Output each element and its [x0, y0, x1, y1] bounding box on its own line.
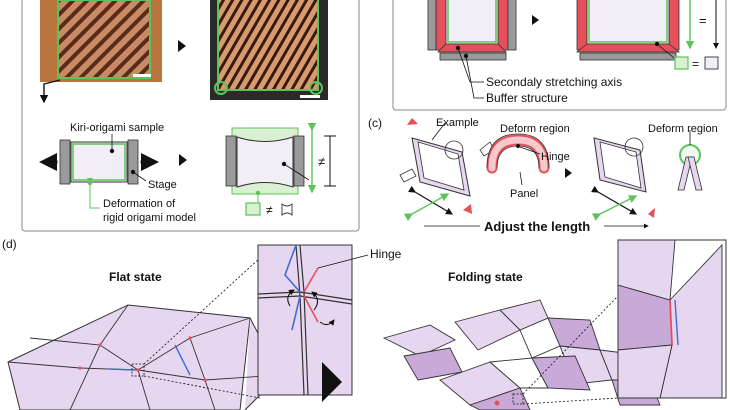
photo-sample-stretched [210, 0, 328, 100]
label-deform-region-2: Deform region [648, 123, 718, 135]
label-deformation-1: Deformation of [103, 198, 176, 210]
label-stage: Stage [148, 179, 177, 191]
step-arrow-5 [322, 362, 342, 402]
eq-symbol-1: = [699, 13, 707, 28]
diagram-buffer-initial [427, 0, 517, 99]
inset-hinge-zoom [257, 244, 369, 396]
diagram-sample-initial [39, 134, 159, 209]
label-deform-region-1: Deform region [500, 123, 570, 135]
step-arrow-2 [179, 154, 187, 166]
diagram-sample-deformed [225, 123, 336, 216]
step-arrow-3 [532, 15, 539, 25]
step-arrow-1 [178, 40, 186, 52]
diagram-example-ring-adjusted [591, 130, 703, 221]
label-hinge-d: Hinge [370, 247, 402, 261]
label-hinge-c: Hinge [541, 151, 570, 163]
panel-c-tag: (c) [368, 116, 382, 130]
panel-top-right-frame [392, 0, 727, 111]
arrow-photo-to-diagram [39, 79, 61, 104]
panel-b-frame [21, 0, 360, 232]
eq-symbol-2: = [692, 57, 699, 71]
label-buffer-structure: Buffer structure [486, 91, 568, 105]
neq-symbol-2: ≠ [266, 203, 273, 217]
label-flat-state: Flat state [109, 270, 162, 284]
label-folding-state: Folding state [448, 270, 523, 284]
diagram-example-ring [399, 118, 495, 222]
label-example: Example [436, 117, 479, 129]
label-kiri-origami-sample: Kiri-origami sample [70, 122, 164, 134]
diagram-buffer-stretched [575, 0, 719, 70]
label-deformation-2: rigid origami model [103, 212, 196, 224]
label-secondary-axis: Secondaly stretching axis [486, 75, 622, 89]
label-adjust-length: Adjust the length [484, 219, 590, 234]
neq-symbol-1: ≠ [318, 154, 325, 169]
panel-d-tag: (d) [2, 237, 17, 251]
inset-folding-zoom [617, 239, 727, 399]
label-panel: Panel [510, 188, 538, 200]
photo-sample-initial [40, 0, 162, 82]
diagram-hinge-detail [486, 133, 550, 186]
step-arrow-4 [565, 168, 572, 178]
